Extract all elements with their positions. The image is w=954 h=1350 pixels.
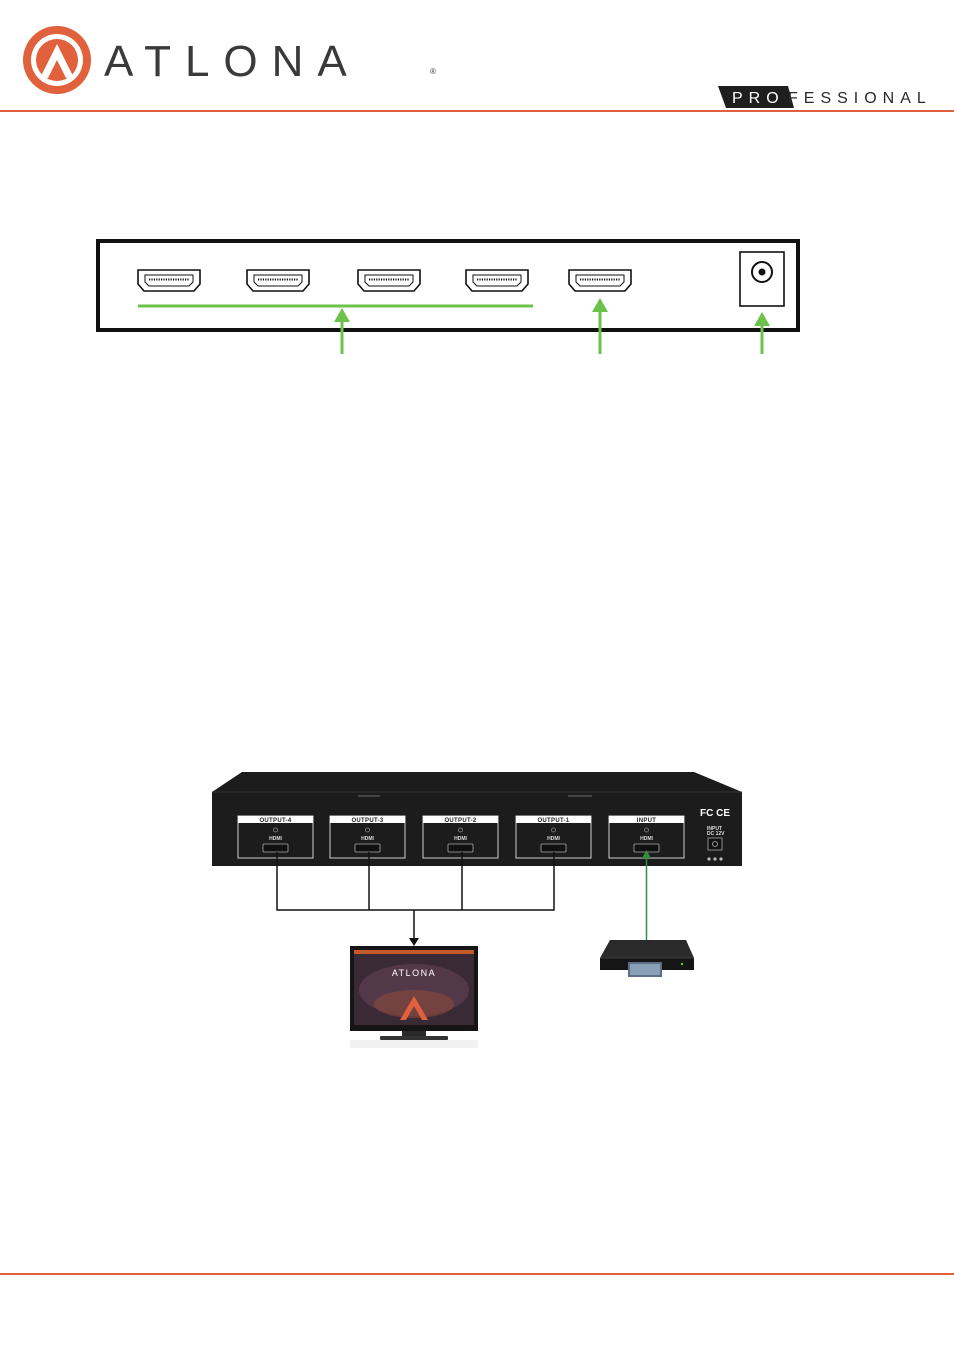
tv-icon: ATLONA xyxy=(350,946,478,1048)
hdmi-port-icon xyxy=(540,843,567,853)
port-module-output-4: OUTPUT-4 HDMI xyxy=(237,815,314,859)
hdmi-label: HDMI xyxy=(361,836,374,842)
port-module-output-3: OUTPUT-3 HDMI xyxy=(329,815,406,859)
power-jack xyxy=(739,251,785,307)
hdmi-port-output-4 xyxy=(137,269,201,292)
connection-diagram: OUTPUT-4 HDMI OUTPUT-3 HDMI OUTPUT-2 HDM… xyxy=(212,772,742,1048)
hdmi-port-output-3 xyxy=(246,269,310,292)
hdmi-label: HDMI xyxy=(454,836,467,842)
atlona-logo: ATLONA ® xyxy=(23,26,436,94)
header-divider xyxy=(0,110,954,112)
brand-name: ATLONA xyxy=(104,37,361,86)
certification-marks: FC CE xyxy=(700,808,730,819)
blu-ray-player-icon xyxy=(600,940,694,977)
arrow-down-icon xyxy=(409,938,419,946)
port-label: INPUT xyxy=(637,818,657,824)
hdmi-port-icon xyxy=(447,843,474,853)
port-label: OUTPUT-1 xyxy=(537,818,569,824)
hdmi-port-output-1 xyxy=(465,269,529,292)
hdmi-label: HDMI xyxy=(640,836,653,842)
port-label: OUTPUT-3 xyxy=(351,818,383,824)
badge-fessional-text: FESSIONAL xyxy=(788,90,932,107)
professional-badge: PRO FESSIONAL xyxy=(718,86,932,108)
panel-outline xyxy=(96,239,800,332)
polarity-icon xyxy=(707,857,723,861)
hdmi-port-icon xyxy=(354,843,381,853)
power-jack-icon xyxy=(707,837,723,851)
arrow-up-icon xyxy=(592,298,608,354)
hdmi-label: HDMI xyxy=(269,836,282,842)
registered-mark: ® xyxy=(430,67,436,76)
footer-divider xyxy=(0,1273,954,1275)
hdmi-label: HDMI xyxy=(547,836,560,842)
power-label-voltage: DC 12V xyxy=(707,831,725,837)
output-cables xyxy=(276,852,555,940)
arrow-up-icon xyxy=(642,850,651,858)
rear-panel-diagram xyxy=(96,239,800,354)
power-label-input: INPUT xyxy=(707,826,722,832)
hdmi-port-input xyxy=(568,269,632,292)
atlona-logo-icon xyxy=(23,26,91,94)
arrow-up-icon xyxy=(334,308,350,354)
hdmi-port-icon xyxy=(262,843,289,853)
badge-pro-text: PRO xyxy=(732,90,785,107)
hdmi-port-output-2 xyxy=(357,269,421,292)
arrow-up-icon xyxy=(754,312,770,354)
port-label: OUTPUT-4 xyxy=(259,818,291,824)
port-label: OUTPUT-2 xyxy=(444,818,476,824)
port-module-output-2: OUTPUT-2 HDMI xyxy=(422,815,499,859)
port-module-output-1: OUTPUT-1 HDMI xyxy=(515,815,592,859)
tv-brand-text: ATLONA xyxy=(392,968,436,978)
